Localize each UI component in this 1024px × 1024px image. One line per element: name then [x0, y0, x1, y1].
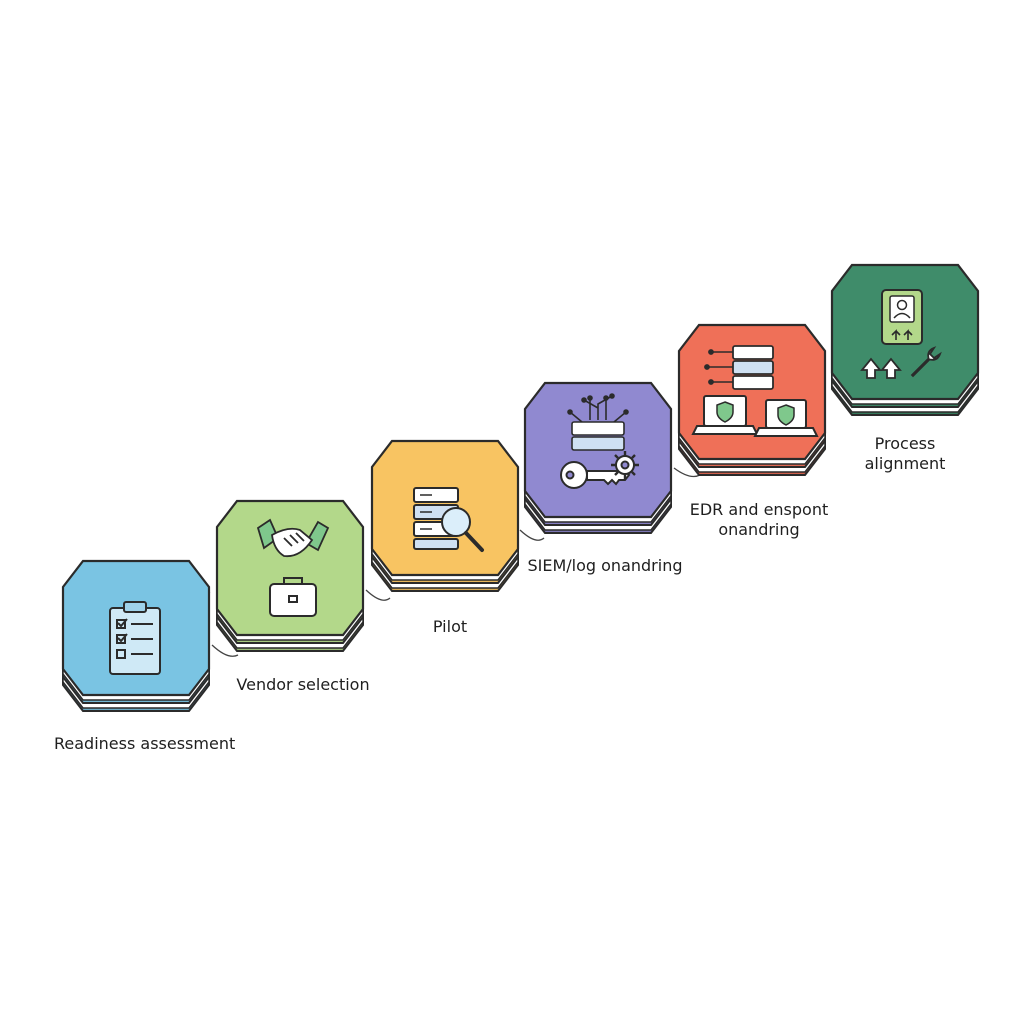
step-platform-2: [215, 499, 365, 652]
handshake-icon: [256, 518, 330, 558]
step-label-vendor-selection: Vendor selection: [236, 675, 370, 694]
clipboard-checklist-icon: [109, 601, 161, 675]
server-magnifier-icon: [413, 487, 484, 552]
briefcase-icon: [269, 577, 317, 617]
step-label-readiness-assessment: Readiness assessment: [54, 734, 236, 753]
step-label-siem-log: SIEM/log onandring: [527, 556, 683, 575]
badge-card-icon: [881, 289, 923, 345]
server-stack-icon: [704, 345, 774, 390]
network-server-icon: [567, 393, 629, 451]
gear-icon: [611, 451, 639, 479]
step-label-pilot: Pilot: [432, 617, 468, 636]
laptop-shield-icon: [691, 395, 819, 437]
wrench-icon: [910, 346, 942, 378]
up-arrows-icon: [860, 357, 902, 379]
step-label-process-alignment: Process alignment: [864, 434, 946, 473]
step-label-edr: EDR and enspont onandring: [689, 500, 829, 539]
step-platform-1: [61, 559, 211, 712]
platform-top: [215, 499, 365, 637]
